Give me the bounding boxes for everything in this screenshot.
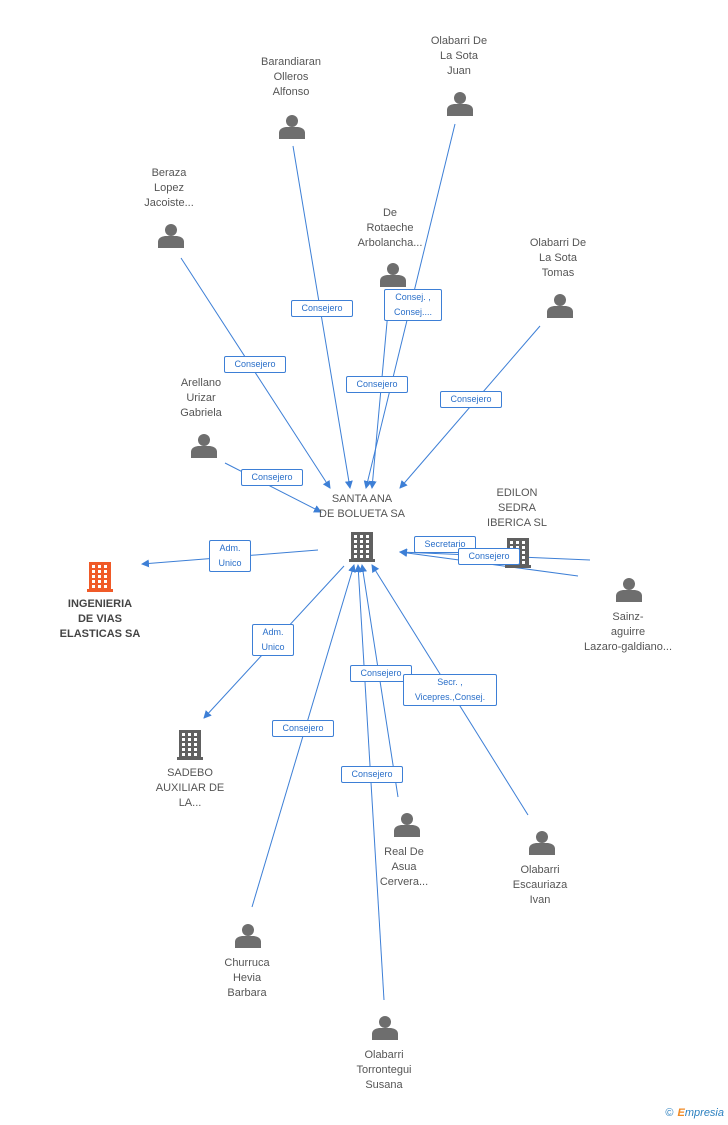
building-icon[interactable] bbox=[349, 532, 375, 562]
person-icon[interactable] bbox=[547, 294, 573, 318]
node-label-olabarri-ivan[interactable]: Olabarri Escauriaza Ivan bbox=[512, 864, 568, 906]
person-icon[interactable] bbox=[529, 831, 555, 855]
edge-label-olabarri-tomas[interactable]: Consejero bbox=[440, 390, 502, 408]
edge-label-de-rotaeche[interactable]: Consejero bbox=[346, 375, 408, 393]
node-label-barandiaran[interactable]: Barandiaran Olleros Alfonso bbox=[261, 56, 321, 98]
edge-label-beraza[interactable]: Consejero bbox=[224, 355, 286, 373]
node-label-beraza[interactable]: Beraza Lopez Jacoiste... bbox=[144, 167, 194, 209]
edge-label-olabarri-ivan[interactable]: Secr. , Vicepres.,Consej. bbox=[403, 674, 497, 706]
node-label-sadebo[interactable]: SADEBO AUXILIAR DE LA... bbox=[155, 767, 225, 809]
edge-barandiaran-to-santa_ana bbox=[292, 145, 353, 489]
node-label-ingenieria[interactable]: INGENIERIA DE VIAS ELASTICAS SA bbox=[59, 598, 141, 640]
node-label-real-de-asua[interactable]: Real De Asua Cervera... bbox=[379, 846, 429, 888]
person-icon[interactable] bbox=[279, 115, 305, 139]
node-label-olabarri-juan[interactable]: Olabarri De La Sota Juan bbox=[430, 35, 488, 77]
brand-watermark: ©Empresia bbox=[665, 1107, 724, 1119]
node-label-santa-ana[interactable]: SANTA ANA DE BOLUETA SA bbox=[319, 493, 405, 520]
person-icon[interactable] bbox=[191, 434, 217, 458]
brand-initial: E bbox=[677, 1107, 685, 1119]
copyright-symbol: © bbox=[665, 1107, 674, 1119]
building-icon[interactable] bbox=[87, 562, 113, 592]
person-icon[interactable] bbox=[372, 1016, 398, 1040]
person-icon[interactable] bbox=[380, 263, 406, 287]
person-icon[interactable] bbox=[158, 224, 184, 248]
node-label-de-rotaeche[interactable]: De Rotaeche Arbolancha... bbox=[357, 207, 423, 249]
edge-label-santa-ana[interactable]: Adm. Unico bbox=[209, 540, 251, 572]
edge-label-olabarri-juan[interactable]: Consej. , Consej.... bbox=[384, 289, 442, 321]
edge-label-real-de-asua[interactable]: Consejero bbox=[350, 664, 412, 682]
node-label-edilon[interactable]: EDILON SEDRA IBERICA SL bbox=[487, 487, 547, 529]
building-icon[interactable] bbox=[177, 730, 203, 760]
edge-label-sainz[interactable]: Consejero bbox=[458, 547, 520, 565]
edge-beraza-to-santa_ana bbox=[180, 257, 331, 489]
node-label-churruca[interactable]: Churruca Hevia Barbara bbox=[224, 957, 270, 999]
edge-label-arellano[interactable]: Consejero bbox=[241, 468, 303, 486]
edge-label-churruca[interactable]: Consejero bbox=[272, 719, 334, 737]
node-label-olabarri-susana[interactable]: Olabarri Torrontegui Susana bbox=[356, 1049, 412, 1091]
edge-label-olabarri-susana[interactable]: Consejero bbox=[341, 765, 403, 783]
person-icon[interactable] bbox=[235, 924, 261, 948]
edge-olabarri_susana-to-santa_ana bbox=[354, 564, 385, 1001]
node-label-olabarri-tomas[interactable]: Olabarri De La Sota Tomas bbox=[529, 237, 587, 279]
node-label-sainz[interactable]: Sainz- aguirre Lazaro-galdiano... bbox=[583, 611, 673, 653]
edge-label-santa-ana[interactable]: Adm. Unico bbox=[252, 624, 294, 656]
person-icon[interactable] bbox=[616, 578, 642, 602]
person-icon[interactable] bbox=[447, 92, 473, 116]
person-icon[interactable] bbox=[394, 813, 420, 837]
node-label-arellano[interactable]: Arellano Urizar Gabriela bbox=[180, 377, 222, 419]
edge-label-barandiaran[interactable]: Consejero bbox=[291, 299, 353, 317]
brand-name: mpresia bbox=[684, 1107, 724, 1119]
